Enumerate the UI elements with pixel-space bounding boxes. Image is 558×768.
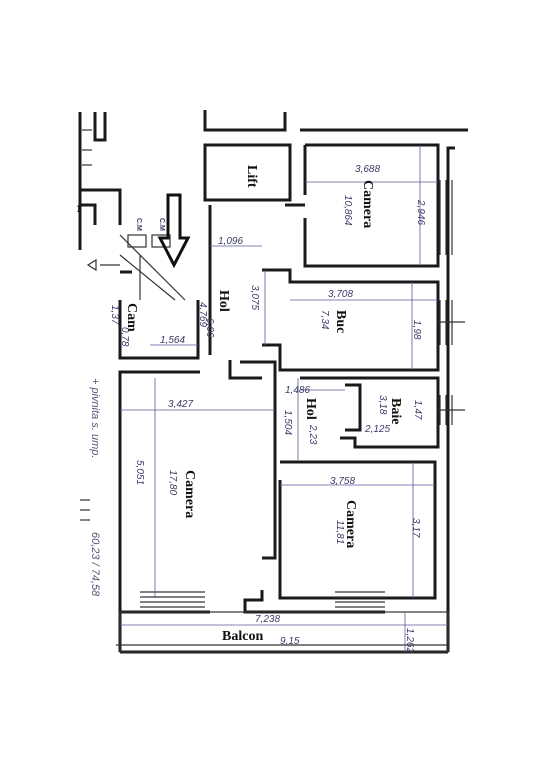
- svg-text:Camera: Camera: [182, 470, 197, 518]
- dim-hol-small-h: 1,504: [282, 410, 293, 435]
- svg-text:Camera: Camera: [360, 180, 375, 228]
- dim-baie-h: 1,47: [412, 400, 423, 420]
- dim-hol-w: 1,096: [218, 236, 243, 247]
- area-hol-small: 2,23: [307, 424, 318, 445]
- dim-baie-w: 2,125: [364, 424, 390, 435]
- cm-label-b: C.M: [158, 218, 165, 231]
- walls: [78, 110, 468, 654]
- area-baie: 3,18: [377, 395, 388, 415]
- dim-balcon-w2: 9,15: [280, 636, 300, 647]
- room-label-camera-left: Camera: [182, 470, 197, 518]
- area-cam-small: 0,78: [119, 327, 130, 347]
- windows: [80, 129, 465, 608]
- dim-buc-h: 1,98: [411, 320, 422, 340]
- dim-camera-left-w: 3,427: [168, 399, 193, 410]
- dim-camera-left-h: 5,051: [134, 460, 145, 485]
- dim-balcon-w1: 7,238: [255, 614, 280, 625]
- area-camera-top: 10,864: [342, 195, 353, 226]
- dimension-lines: [120, 145, 448, 652]
- svg-text:Buc: Buc: [333, 310, 348, 333]
- room-label-cam-small: Cam: [124, 303, 139, 332]
- dim-hol-small-w: 1,486: [285, 385, 310, 396]
- marker-1: 1: [76, 203, 82, 215]
- area-camera-right: 11,81: [334, 520, 345, 544]
- svg-text:Camera: Camera: [343, 500, 358, 548]
- svg-text:Lift: Lift: [244, 165, 259, 188]
- room-label-buc: Buc: [333, 310, 348, 333]
- dim-camera-top-w: 3,688: [355, 164, 380, 175]
- dim-balcon-h: 1,262: [404, 628, 415, 653]
- balcony: [116, 611, 449, 653]
- area-buc: 7,34: [319, 310, 330, 330]
- dim-camera-right-w: 3,758: [330, 476, 355, 487]
- svg-text:Hol: Hol: [216, 290, 231, 312]
- room-label-hol-small: Hol: [303, 398, 318, 420]
- svg-text:Baie: Baie: [388, 398, 403, 424]
- dim-buc-side: 3,075: [249, 285, 260, 310]
- dim-camera-right-h: 3,17: [410, 518, 421, 538]
- dim-buc-w: 3,708: [328, 289, 353, 300]
- room-label-camera-right: Camera: [343, 500, 358, 548]
- dim-hol-h: 4,769: [197, 302, 208, 327]
- dim-camera-top-h: 2,946: [415, 199, 426, 225]
- room-label-camera-top: Camera: [360, 180, 375, 228]
- area-camera-left: 17,80: [167, 470, 178, 495]
- dim-cam-h: 1,37: [109, 305, 120, 325]
- svg-text:Cam: Cam: [124, 303, 139, 332]
- entrance-arrow-icon: [157, 193, 191, 269]
- note-totals: 60,23 / 74,58: [89, 532, 101, 597]
- room-label-hol-main: Hol: [216, 290, 231, 312]
- note-side: + pivnita s. ump.: [89, 378, 101, 458]
- dim-cam-w: 1,564: [160, 335, 185, 346]
- room-label-lift: Lift: [244, 165, 259, 188]
- cm-label-a: C.M: [135, 218, 142, 231]
- room-label-balcon: Balcon: [222, 629, 263, 644]
- svg-text:Hol: Hol: [303, 398, 318, 420]
- room-label-baie: Baie: [388, 398, 403, 424]
- shaft: [86, 234, 186, 301]
- area-hol-main: 6,06: [204, 318, 215, 338]
